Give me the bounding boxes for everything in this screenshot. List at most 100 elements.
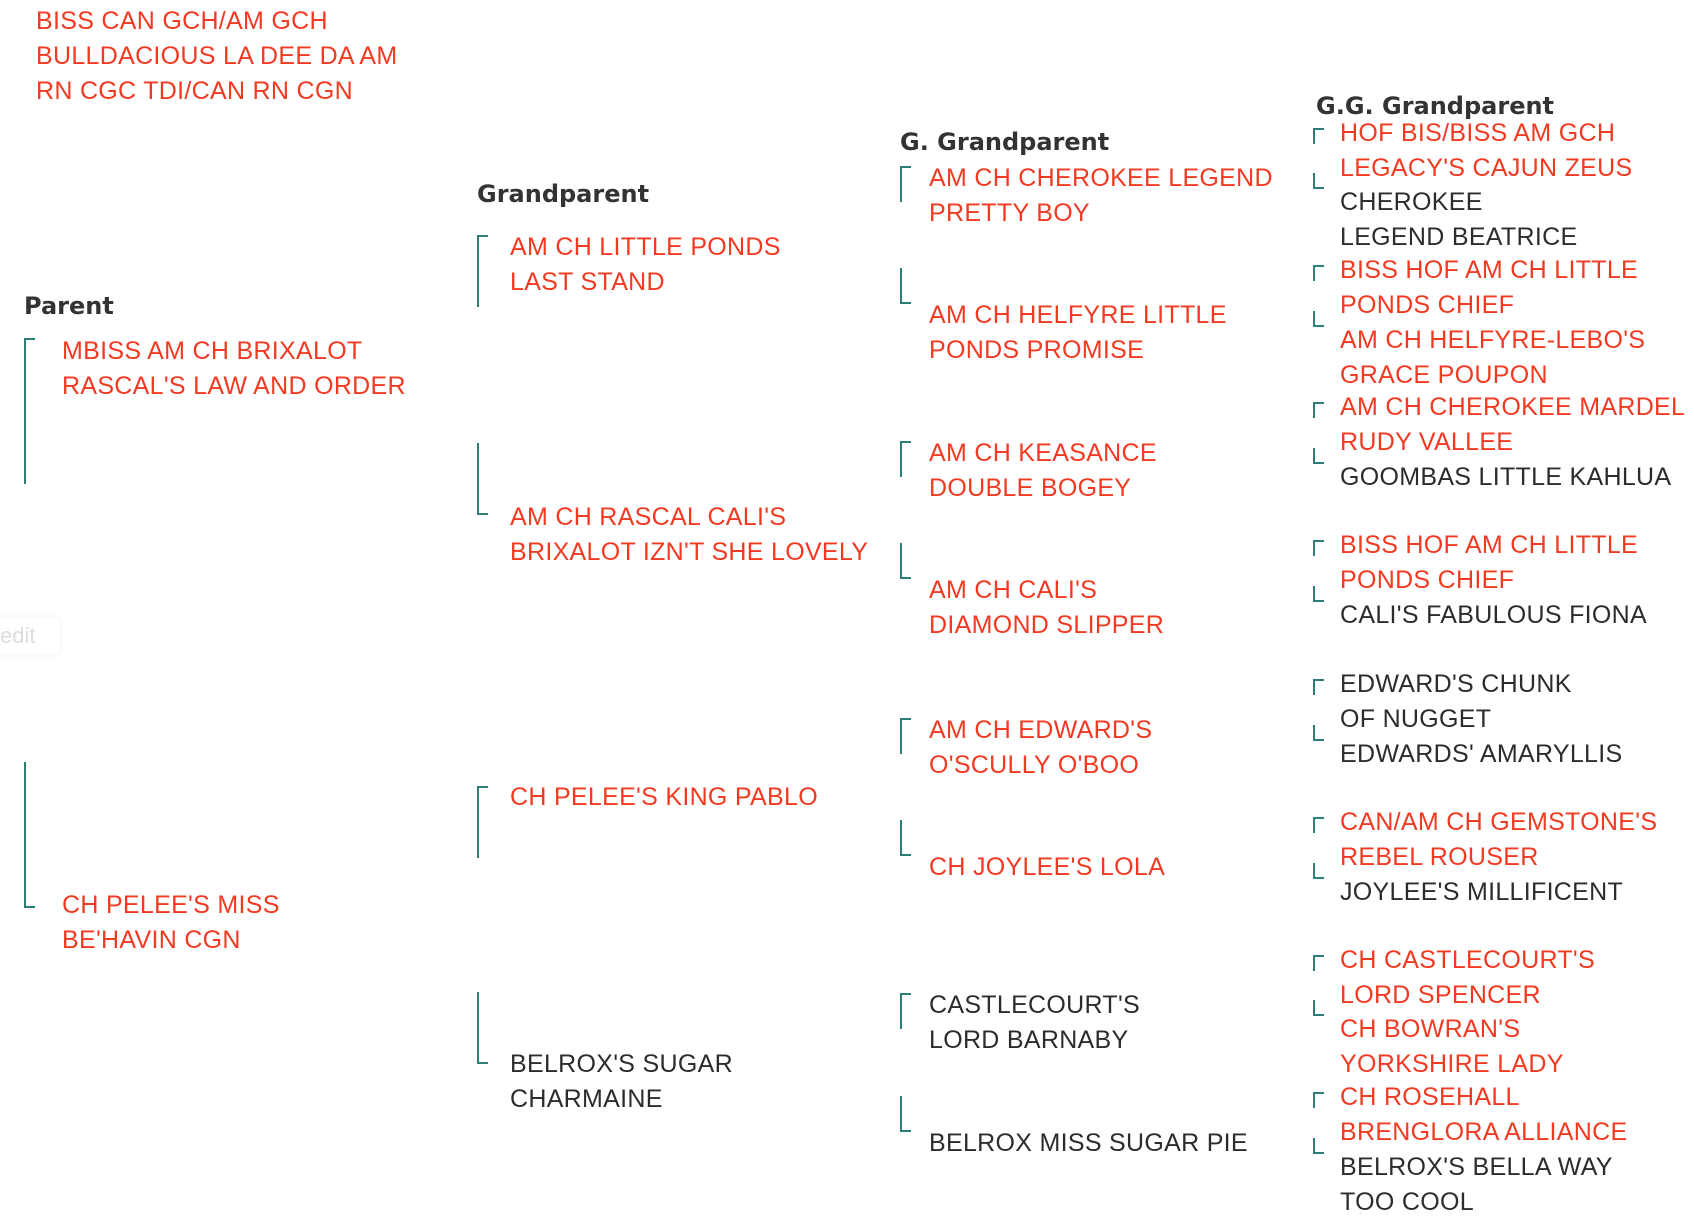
edit-button[interactable]: edit xyxy=(0,618,60,654)
great-grandparent-name-line: AM CH EDWARD'S xyxy=(929,716,1153,744)
great-grandparent-name-line: CASTLECOURT'S xyxy=(929,991,1141,1019)
subject-name-line: BULLDACIOUS LA DEE DA AM xyxy=(36,42,398,70)
connector-bracket xyxy=(24,338,35,484)
great-great-grandparent-name-line: CALI'S FABULOUS FIONA xyxy=(1340,601,1647,629)
connector-bracket xyxy=(1313,402,1324,418)
grandparent-name-line: BELROX'S SUGAR xyxy=(510,1050,733,1078)
great-great-grandparent-name-line: RUDY VALLEE xyxy=(1340,428,1514,456)
great-great-grandparent-name-line: JOYLEE'S MILLIFICENT xyxy=(1340,878,1624,906)
great-great-grandparent-name[interactable]: CAN/AM CH GEMSTONE'S REBEL ROUSER xyxy=(1340,805,1657,875)
connector-bracket xyxy=(1313,586,1324,602)
great-great-grandparent-name-line: REBEL ROUSER xyxy=(1340,843,1539,871)
grandparent-name-line: AM CH LITTLE PONDS xyxy=(510,233,781,261)
great-great-grandparent-name-line: PONDS CHIEF xyxy=(1340,566,1515,594)
great-great-grandparent-name[interactable]: AM CH CHEROKEE MARDEL RUDY VALLEE xyxy=(1340,390,1685,460)
connector-bracket xyxy=(900,718,911,754)
great-great-grandparent-name-line: GOOMBAS LITTLE KAHLUA xyxy=(1340,463,1672,491)
grandparent-name-line: AM CH RASCAL CALI'S xyxy=(510,503,787,531)
great-great-grandparent-name[interactable]: CALI'S FABULOUS FIONA xyxy=(1340,598,1647,633)
connector-bracket xyxy=(1313,725,1324,741)
parent-name-line: BE'HAVIN CGN xyxy=(62,926,241,954)
great-grandparent-name-line: AM CH CHEROKEE LEGEND xyxy=(929,164,1273,192)
great-great-grandparent-name[interactable]: BISS HOF AM CH LITTLE PONDS CHIEF xyxy=(1340,528,1638,598)
parent-name-line: MBISS AM CH BRIXALOT xyxy=(62,337,363,365)
connector-bracket xyxy=(1313,173,1324,189)
great-grandparent-name-line: AM CH KEASANCE xyxy=(929,439,1157,467)
grandparent-name-line: BRIXALOT IZN'T SHE LOVELY xyxy=(510,538,869,566)
connector-bracket xyxy=(1313,863,1324,879)
parent-name[interactable]: CH PELEE'S MISS BE'HAVIN CGN xyxy=(62,888,280,958)
great-great-grandparent-name-line: TOO COOL xyxy=(1340,1188,1474,1216)
great-great-grandparent-name-line: OF NUGGET xyxy=(1340,705,1492,733)
connector-bracket xyxy=(900,166,911,202)
header-great-great-grandparent: G.G. Grandparent xyxy=(1316,92,1555,120)
great-great-grandparent-name-line: LEGACY'S CAJUN ZEUS xyxy=(1340,154,1633,182)
great-great-grandparent-name-line: PONDS CHIEF xyxy=(1340,291,1515,319)
great-great-grandparent-name-line: BISS HOF AM CH LITTLE xyxy=(1340,256,1639,284)
header-parent: Parent xyxy=(24,292,114,320)
great-grandparent-name-line: DIAMOND SLIPPER xyxy=(929,611,1165,639)
great-grandparent-name[interactable]: AM CH CHEROKEE LEGEND PRETTY BOY xyxy=(929,161,1273,231)
great-great-grandparent-name-line: LORD SPENCER xyxy=(1340,981,1541,1009)
subject-name-line: BISS CAN GCH/AM GCH xyxy=(36,7,328,35)
great-great-grandparent-name[interactable]: BELROX'S BELLA WAY TOO COOL xyxy=(1340,1150,1613,1220)
connector-bracket xyxy=(1313,448,1324,464)
connector-bracket xyxy=(900,820,911,856)
great-great-grandparent-name-line: AM CH CHEROKEE MARDEL xyxy=(1340,393,1686,421)
great-great-grandparent-name-line: GRACE POUPON xyxy=(1340,361,1548,389)
great-great-grandparent-name[interactable]: AM CH HELFYRE-LEBO'S GRACE POUPON xyxy=(1340,323,1645,393)
great-great-grandparent-name[interactable]: BISS HOF AM CH LITTLE PONDS CHIEF xyxy=(1340,253,1638,323)
great-great-grandparent-name-line: BELROX'S BELLA WAY xyxy=(1340,1153,1613,1181)
grandparent-name[interactable]: CH PELEE'S KING PABLO xyxy=(510,780,818,815)
great-great-grandparent-name[interactable]: GOOMBAS LITTLE KAHLUA xyxy=(1340,460,1671,495)
parent-name-line: CH PELEE'S MISS xyxy=(62,891,280,919)
great-grandparent-name-line: LORD BARNABY xyxy=(929,1026,1129,1054)
great-great-grandparent-name-line: CHEROKEE xyxy=(1340,188,1483,216)
connector-bracket xyxy=(900,441,911,477)
great-great-grandparent-name-line: CAN/AM CH GEMSTONE'S xyxy=(1340,808,1658,836)
great-grandparent-name-line: AM CH CALI'S xyxy=(929,576,1098,604)
great-great-grandparent-name[interactable]: CH CASTLECOURT'S LORD SPENCER xyxy=(1340,943,1595,1013)
great-grandparent-name-line: PONDS PROMISE xyxy=(929,336,1145,364)
great-grandparent-name[interactable]: AM CH CALI'S DIAMOND SLIPPER xyxy=(929,573,1164,643)
grandparent-name[interactable]: BELROX'S SUGAR CHARMAINE xyxy=(510,1047,733,1117)
grandparent-name[interactable]: AM CH RASCAL CALI'S BRIXALOT IZN'T SHE LO… xyxy=(510,500,868,570)
grandparent-name-line: CHARMAINE xyxy=(510,1085,663,1113)
header-grandparent: Grandparent xyxy=(477,180,650,208)
subject-name-line: RN CGC TDI/CAN RN CGN xyxy=(36,77,353,105)
great-great-grandparent-name-line: LEGEND BEATRICE xyxy=(1340,223,1578,251)
great-grandparent-name-line: CH JOYLEE'S LOLA xyxy=(929,853,1166,881)
great-great-grandparent-name-line: BRENGLORA ALLIANCE xyxy=(1340,1118,1628,1146)
connector-bracket xyxy=(1313,679,1324,695)
great-great-grandparent-name-line: YORKSHIRE LADY xyxy=(1340,1050,1564,1078)
great-great-grandparent-name[interactable]: JOYLEE'S MILLIFICENT xyxy=(1340,875,1623,910)
connector-bracket xyxy=(1313,1092,1324,1108)
great-grandparent-name-line: PRETTY BOY xyxy=(929,199,1090,227)
connector-bracket xyxy=(477,992,488,1064)
subject-dog-name[interactable]: BISS CAN GCH/AM GCH BULLDACIOUS LA DEE DA… xyxy=(36,4,398,109)
great-grandparent-name[interactable]: BELROX MISS SUGAR PIE xyxy=(929,1126,1248,1161)
great-great-grandparent-name-line: BISS HOF AM CH LITTLE xyxy=(1340,531,1639,559)
great-great-grandparent-name[interactable]: CHEROKEE LEGEND BEATRICE xyxy=(1340,185,1577,255)
connector-bracket xyxy=(24,762,35,908)
great-great-grandparent-name[interactable]: EDWARDS' AMARYLLIS xyxy=(1340,737,1622,772)
great-great-grandparent-name-line: EDWARDS' AMARYLLIS xyxy=(1340,740,1623,768)
great-great-grandparent-name-line: AM CH HELFYRE-LEBO'S xyxy=(1340,326,1646,354)
great-grandparent-name[interactable]: CASTLECOURT'S LORD BARNABY xyxy=(929,988,1140,1058)
header-great-grandparent: G. Grandparent xyxy=(900,128,1110,156)
connector-bracket xyxy=(1313,128,1324,144)
connector-bracket xyxy=(1313,955,1324,971)
great-grandparent-name[interactable]: CH JOYLEE'S LOLA xyxy=(929,850,1165,885)
connector-bracket xyxy=(1313,1000,1324,1016)
connector-bracket xyxy=(1313,540,1324,556)
great-great-grandparent-name-line: CH CASTLECOURT'S xyxy=(1340,946,1595,974)
